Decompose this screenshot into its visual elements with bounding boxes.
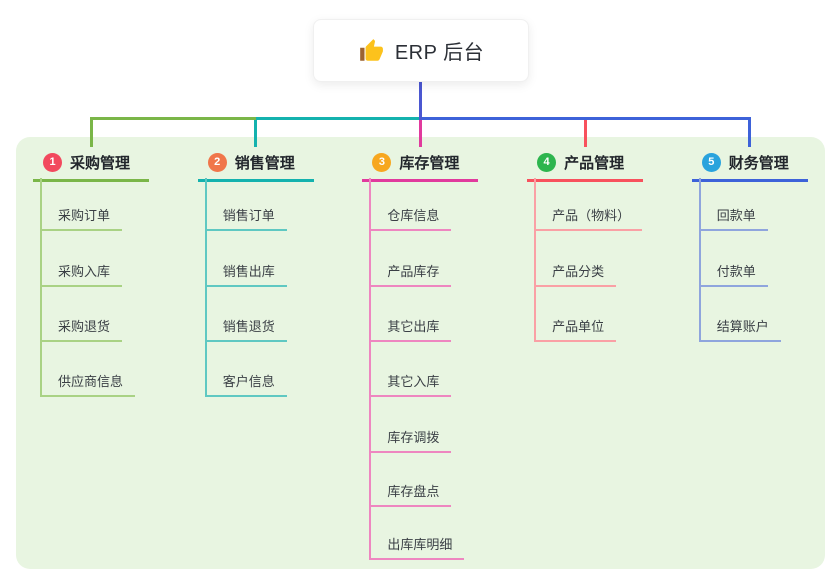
- child-node[interactable]: 库存调拨: [369, 428, 452, 453]
- branch-label: 销售管理: [234, 155, 295, 172]
- child-node[interactable]: 采购订单: [40, 206, 123, 231]
- branch-node-4[interactable]: 4 产品管理: [527, 152, 644, 182]
- child-node[interactable]: 供应商信息: [40, 372, 136, 397]
- child-node[interactable]: 销售出库: [204, 262, 287, 287]
- branch-label: 库存管理: [399, 155, 460, 172]
- root-node[interactable]: ERP 后台: [313, 19, 529, 82]
- branch-label: 财务管理: [728, 155, 789, 172]
- child-node[interactable]: 其它入库: [369, 372, 452, 397]
- child-rail-line: [698, 178, 701, 342]
- child-node[interactable]: 销售订单: [204, 206, 287, 231]
- child-node[interactable]: 库存盘点: [369, 482, 452, 507]
- branch-node-2[interactable]: 2 销售管理: [197, 152, 314, 182]
- branch-drop-line: [89, 117, 93, 147]
- child-rail-line: [204, 178, 207, 397]
- branch-node-1[interactable]: 1 采购管理: [33, 152, 149, 182]
- branch-badge: 2: [207, 153, 227, 172]
- child-node[interactable]: 付款单: [698, 262, 768, 287]
- thumbs-up-icon: [359, 38, 383, 61]
- child-rail-line: [40, 178, 42, 397]
- child-node[interactable]: 采购入库: [40, 262, 123, 287]
- root-title: ERP 后台: [394, 42, 485, 64]
- spine-segment: [420, 117, 752, 120]
- branch-badge: 1: [43, 153, 62, 172]
- branch-label: 采购管理: [70, 155, 131, 172]
- root-stem-line: [418, 80, 422, 120]
- child-node[interactable]: 产品单位: [534, 317, 617, 342]
- branch-node-3[interactable]: 3 库存管理: [362, 152, 479, 182]
- child-node[interactable]: 仓库信息: [369, 206, 452, 231]
- child-rail-line: [369, 178, 372, 560]
- branch-drop-line: [254, 117, 258, 147]
- child-node[interactable]: 产品（物料）: [534, 206, 643, 231]
- branch-node-5[interactable]: 5 财务管理: [691, 152, 808, 182]
- branch-drop-line: [418, 117, 422, 147]
- branch-panel: [16, 137, 825, 569]
- child-node[interactable]: 采购退货: [40, 317, 123, 342]
- child-node[interactable]: 销售退货: [204, 317, 287, 342]
- spine-segment: [255, 117, 421, 120]
- branch-badge: 4: [537, 153, 557, 172]
- branch-drop-line: [583, 117, 587, 147]
- spine-segment: [91, 117, 256, 120]
- child-node[interactable]: 客户信息: [204, 372, 287, 397]
- child-node[interactable]: 出库库明细: [369, 535, 465, 560]
- branch-label: 产品管理: [564, 155, 625, 172]
- child-node[interactable]: 其它出库: [369, 317, 452, 342]
- child-node[interactable]: 产品库存: [369, 262, 452, 287]
- branch-drop-line: [748, 117, 752, 147]
- branch-badge: 3: [372, 153, 392, 172]
- branch-badge: 5: [701, 153, 721, 172]
- child-node[interactable]: 回款单: [698, 206, 768, 231]
- child-node[interactable]: 产品分类: [534, 262, 617, 287]
- child-node[interactable]: 结算账户: [698, 317, 781, 342]
- child-rail-line: [534, 178, 537, 342]
